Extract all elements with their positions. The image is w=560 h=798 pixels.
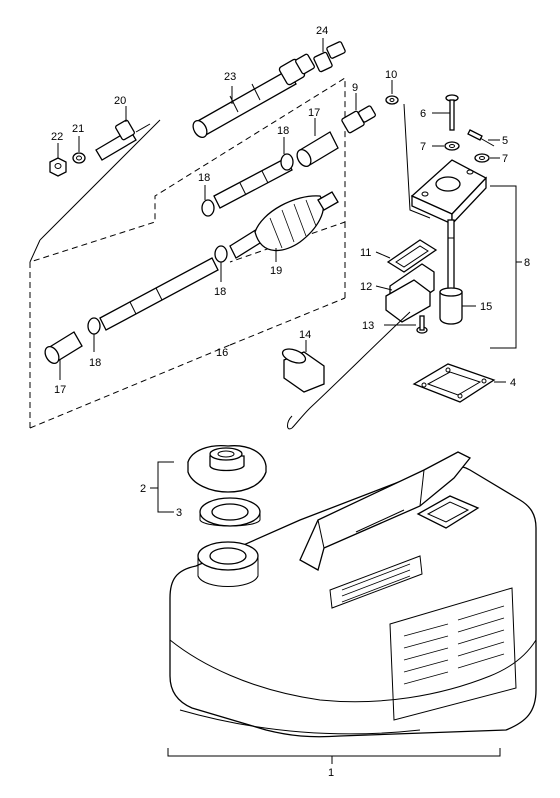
gasket-4 <box>412 363 506 403</box>
callout-9: 9 <box>352 82 358 94</box>
hose-23 <box>192 53 315 139</box>
hose-assembly-boundary <box>29 77 346 429</box>
washer-10 <box>385 80 431 219</box>
washer-7b <box>474 153 500 163</box>
fitting-20 <box>95 106 151 161</box>
callout-12: 12 <box>360 281 372 293</box>
callout-11: 11 <box>360 247 371 259</box>
primer-bulb-19 <box>229 191 339 262</box>
float-12 <box>375 263 435 323</box>
callout-2: 2 <box>140 483 146 495</box>
screw-6 <box>432 94 459 131</box>
callout-23: 23 <box>224 71 236 83</box>
callout-10: 10 <box>385 69 397 81</box>
callout-7a: 7 <box>420 141 426 153</box>
callout-8: 8 <box>524 257 530 269</box>
screw-5 <box>467 129 500 147</box>
callout-4: 4 <box>510 377 516 389</box>
connector-17-lower <box>44 331 83 380</box>
cap-2 <box>187 444 267 493</box>
gasket-11 <box>375 239 438 273</box>
callout-16: 16 <box>216 347 228 359</box>
callout-22: 22 <box>51 131 63 143</box>
pickup-tube-15 <box>439 219 476 325</box>
callout-13: 13 <box>362 320 374 332</box>
callout-6: 6 <box>420 108 426 120</box>
bracket-1 <box>167 748 501 764</box>
callout-24: 24 <box>316 25 328 37</box>
callout-18-lower: 18 <box>89 357 101 369</box>
callout-21: 21 <box>72 123 84 135</box>
callout-labels: 24 23 20 10 9 6 17 21 22 18 5 7 7 18 11 … <box>51 25 530 779</box>
fitting-9 <box>341 93 376 134</box>
brace-2-3 <box>150 461 174 513</box>
callout-18-left: 18 <box>198 172 210 184</box>
callout-1: 1 <box>328 767 334 779</box>
callout-3: 3 <box>176 507 182 519</box>
screw-13 <box>384 315 428 334</box>
callout-14: 14 <box>299 329 311 341</box>
seal-3 <box>199 497 261 527</box>
filter-14 <box>281 340 325 393</box>
connector-24 <box>313 38 346 73</box>
fuel-tank-1 <box>169 451 537 738</box>
connector-17-upper <box>296 118 339 168</box>
hose-upper <box>201 137 294 217</box>
gauge-cover <box>410 159 488 226</box>
washer-21 <box>72 136 86 164</box>
callout-17-lower: 17 <box>54 384 66 396</box>
hose-lower <box>87 245 228 352</box>
callout-17-upper: 17 <box>308 107 320 119</box>
washer-7a <box>432 141 460 151</box>
callout-5: 5 <box>502 135 508 147</box>
nut-22 <box>49 143 67 177</box>
callout-20: 20 <box>114 95 126 107</box>
float-arm <box>287 311 411 430</box>
callout-7b: 7 <box>502 153 508 165</box>
callout-18-upper: 18 <box>277 125 289 137</box>
callout-15: 15 <box>480 301 492 313</box>
bracket-8 <box>490 185 522 349</box>
callout-18-mid: 18 <box>214 286 226 298</box>
callout-19: 19 <box>270 265 282 277</box>
